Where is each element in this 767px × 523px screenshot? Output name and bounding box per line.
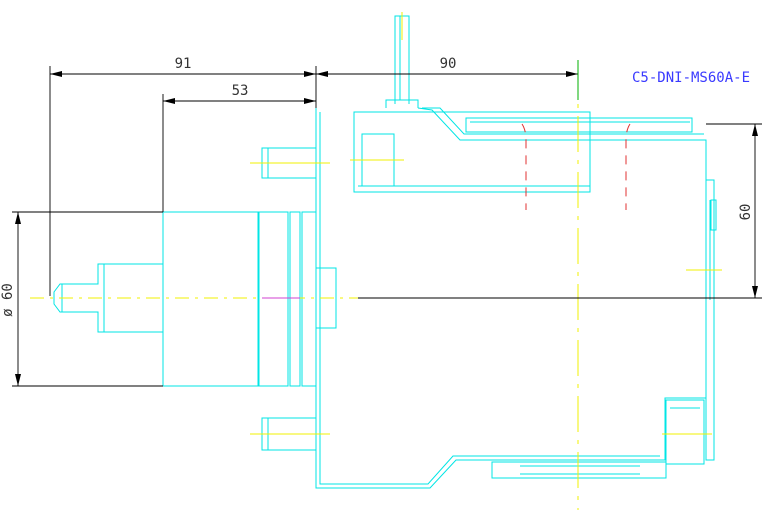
dim-90-arrow-right bbox=[566, 71, 578, 77]
motor-pilot bbox=[53, 263, 163, 333]
top-pocket bbox=[353, 111, 591, 193]
flange-plate-1 bbox=[257, 211, 289, 387]
housing-outline-inner bbox=[319, 112, 660, 485]
center-boss bbox=[315, 267, 337, 329]
part-label: C5-DNI-MS60A-E bbox=[632, 70, 750, 86]
bottom-cover-plate bbox=[491, 461, 667, 479]
right-side-tab bbox=[710, 199, 717, 231]
dim-60-arrow-bottom bbox=[752, 286, 758, 298]
housing-top-step bbox=[422, 107, 704, 135]
dim-60-arrow-top bbox=[752, 124, 758, 136]
bottom-right-block bbox=[665, 399, 705, 465]
annotations: 91 53 90 60 ø 60 C5-DNI-MS60A-E bbox=[0, 56, 754, 317]
dim-91-arrow-left bbox=[50, 71, 62, 77]
dim-53-arrow-left bbox=[163, 98, 175, 104]
dim-91-arrow-right bbox=[304, 71, 316, 77]
hidden-line-right bbox=[625, 123, 631, 210]
dimension-lines bbox=[12, 60, 762, 387]
hidden-line-left bbox=[521, 123, 527, 210]
dim-91-label: 91 bbox=[175, 56, 192, 72]
dim-90-arrow-left bbox=[316, 71, 328, 77]
motor-body bbox=[162, 211, 260, 387]
center-lines bbox=[30, 12, 722, 510]
right-side-plate bbox=[705, 179, 715, 461]
top-cover-plate bbox=[465, 117, 693, 133]
dim-53-arrow-right bbox=[304, 98, 316, 104]
flange-plate-3 bbox=[301, 211, 317, 387]
dim-53-label: 53 bbox=[232, 83, 249, 99]
dim-60-label: 60 bbox=[738, 204, 754, 221]
dim-diameter-label: ø 60 bbox=[0, 283, 16, 317]
hidden-lines bbox=[521, 123, 631, 210]
dim-dia-arrow-top bbox=[15, 212, 21, 224]
flange-plate-2 bbox=[289, 211, 301, 387]
dim-90-label: 90 bbox=[440, 56, 457, 72]
housing-outline bbox=[315, 107, 707, 489]
dim-dia-arrow-bottom bbox=[15, 374, 21, 386]
top-shaft-nut bbox=[385, 99, 419, 108]
part-geometry bbox=[53, 15, 717, 489]
